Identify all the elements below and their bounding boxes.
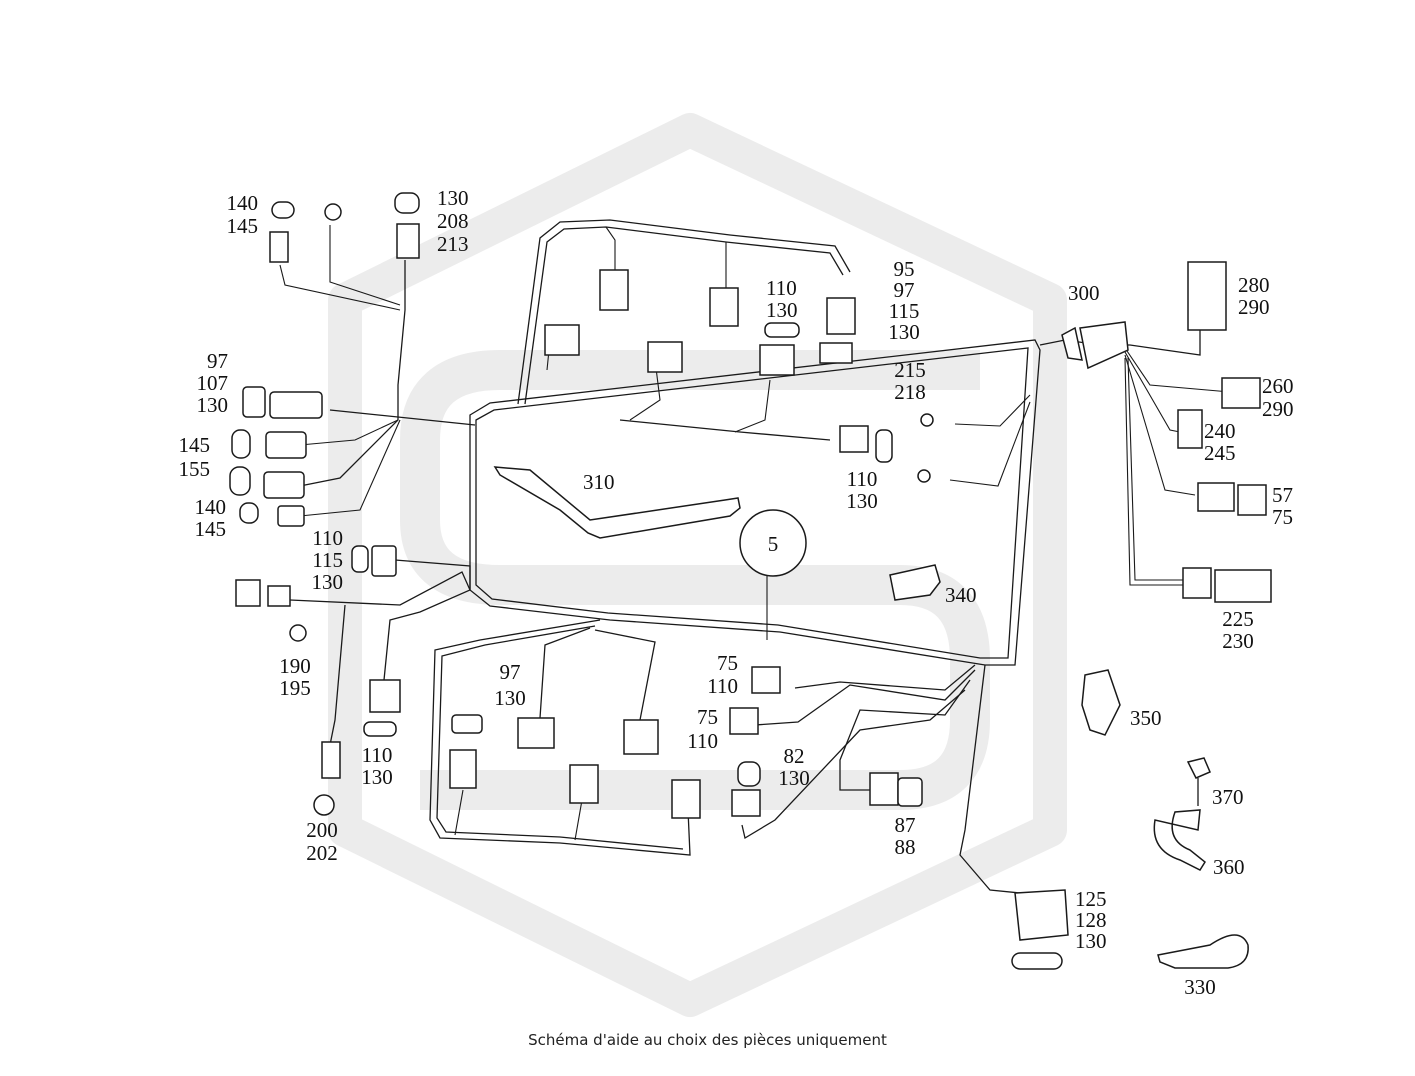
callout-number: 200 [306,818,338,842]
callout-number: 75 [1272,505,1293,529]
callout-number: 115 [312,548,343,572]
callout-number: 245 [1204,441,1236,465]
callout-370: 370 [1212,785,1244,809]
callout-number: 97 [207,349,228,373]
callout-number: 97 [894,278,915,302]
callout-number: 290 [1238,295,1270,319]
callout-number: 115 [889,299,920,323]
callout-number: 125 [1075,887,1107,911]
callout-number: 280 [1238,273,1270,297]
callout-number: 155 [179,457,211,481]
callout-number: 130 [312,570,344,594]
callout-number: 340 [945,583,977,607]
callout-number: 57 [1272,483,1293,507]
callout-number: 370 [1212,785,1244,809]
callout-number: 130 [1075,929,1107,953]
harness-wires [279,219,1231,894]
callout-number: 290 [1262,397,1294,421]
callout-number: 110 [362,743,393,767]
callout-number: 310 [583,470,615,494]
callout-number: 350 [1130,706,1162,730]
callout-number: 140 [195,495,227,519]
callout-number: 260 [1262,374,1294,398]
callout-number: 213 [437,232,469,256]
callout-number: 75 [697,705,718,729]
callout-number: 110 [312,526,343,550]
callout-number: 82 [784,744,805,768]
callout-number: 145 [179,433,211,457]
callout-number: 130 [494,686,526,710]
callout-number: 330 [1184,975,1216,999]
callout-number: 130 [888,320,920,344]
callout-number: 110 [766,276,797,300]
callout-number: 225 [1222,607,1254,631]
callout-number: 110 [687,729,718,753]
callout-number: 110 [707,674,738,698]
callout-number: 110 [847,467,878,491]
callout-number: 145 [195,517,227,541]
callout-number: 87 [895,813,916,837]
callout-number: 240 [1204,419,1236,443]
callout-number: 88 [895,835,916,859]
callout-number: 75 [717,651,738,675]
callout-number: 130 [197,393,229,417]
callout-number: 190 [279,654,311,678]
callout-330: 330 [1184,975,1216,999]
center-circle-label: 5 [768,532,779,556]
callout-number: 130 [766,298,798,322]
callout-number: 202 [306,841,338,865]
callout-number: 130 [361,765,393,789]
callout-340: 340 [945,583,977,607]
callout-number: 215 [894,358,926,382]
callout-number: 95 [894,257,915,281]
callout-number: 360 [1213,855,1245,879]
callout-number: 97 [500,660,521,684]
callout-number: 208 [437,209,469,233]
callout-number: 230 [1222,629,1254,653]
callout-number: 300 [1068,281,1100,305]
callout-350: 350 [1130,706,1162,730]
callout-number: 130 [437,186,469,210]
watermark-logo [328,113,1067,1017]
callout-360: 360 [1213,855,1245,879]
callout-310: 310 [583,470,615,494]
callout-300: 300 [1068,281,1100,305]
callout-number: 145 [227,214,259,238]
callout-number: 128 [1075,908,1107,932]
diagram-caption: Schéma d'aide au choix des pièces unique… [528,1031,887,1049]
callout-number: 130 [846,489,878,513]
callout-number: 218 [894,380,926,404]
callout-number: 130 [778,766,810,790]
callout-number: 140 [227,191,259,215]
callout-number: 107 [197,371,229,395]
callout-number: 195 [279,676,311,700]
connector-parts [229,192,1272,970]
